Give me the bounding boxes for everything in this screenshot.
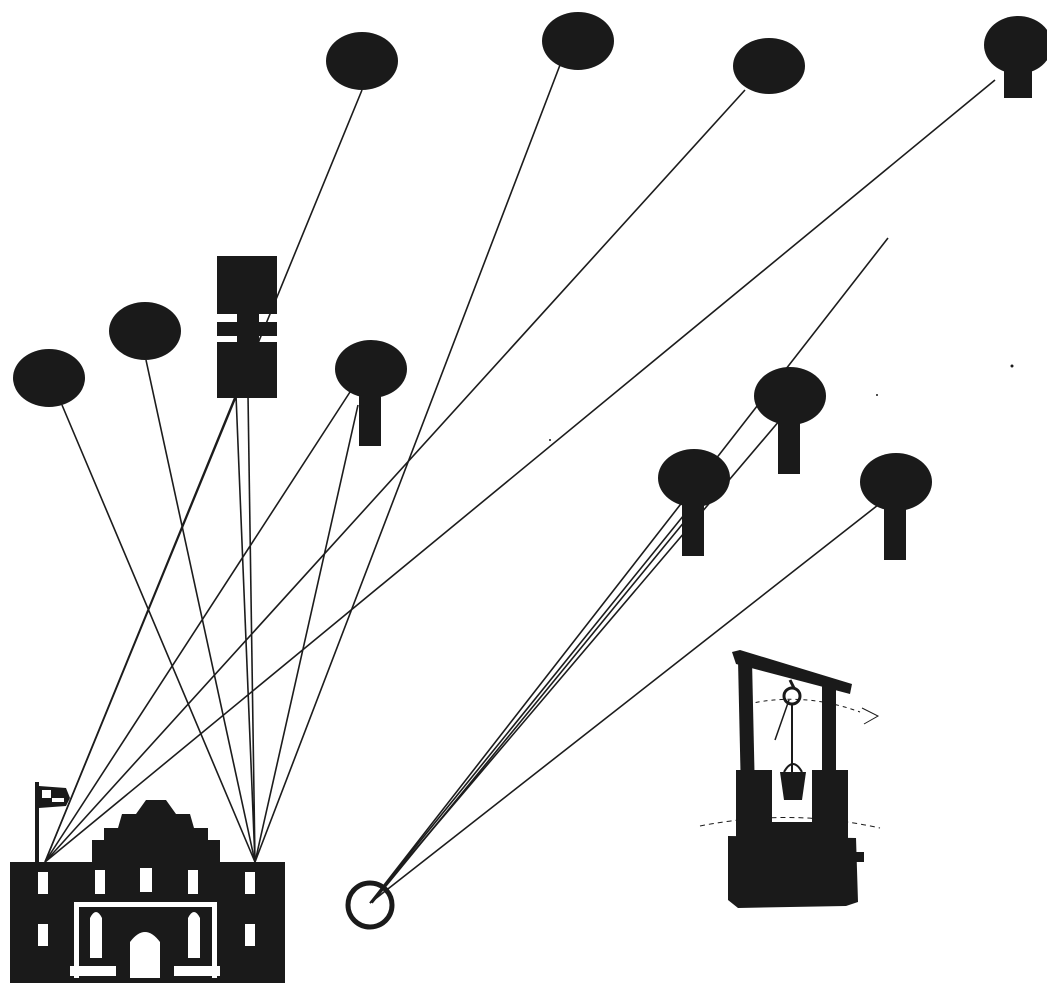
ring-icon	[348, 883, 392, 927]
connector-line	[370, 510, 688, 903]
balloon-icon	[733, 38, 805, 94]
balloon-icon	[542, 12, 614, 70]
connector-lines	[45, 65, 995, 903]
connector-line	[45, 80, 995, 862]
wishing-well-icon	[700, 650, 880, 908]
balloon-icon	[326, 32, 398, 90]
connector-line	[255, 65, 560, 862]
tether-stem	[778, 418, 800, 474]
connector-line	[146, 360, 255, 862]
tether-stem	[1004, 60, 1032, 98]
tether-stem	[682, 500, 704, 556]
tethered-balloon-right-upper	[754, 367, 826, 474]
tethered-balloon-right-lower	[860, 453, 932, 560]
stacked-block-icon	[217, 256, 277, 398]
tethered-balloon-top-right	[984, 16, 1047, 98]
balloon-icon	[13, 349, 85, 407]
balloon-icon	[109, 302, 181, 360]
balloons	[13, 12, 805, 407]
connector-line	[370, 238, 888, 903]
connector-line	[62, 405, 255, 862]
speck	[1011, 365, 1014, 368]
speck	[876, 394, 878, 396]
tethered-balloon-icon	[754, 367, 826, 425]
tether-stem	[884, 504, 906, 560]
tethered-balloon-icon	[860, 453, 932, 511]
connector-line	[45, 90, 745, 862]
tether-stem	[359, 390, 381, 446]
tethered-balloon-icon	[658, 449, 730, 507]
speck	[549, 439, 551, 441]
tethered-balloon-center	[335, 340, 407, 446]
connector-line	[45, 392, 350, 862]
tethered-balloon-icon	[335, 340, 407, 398]
